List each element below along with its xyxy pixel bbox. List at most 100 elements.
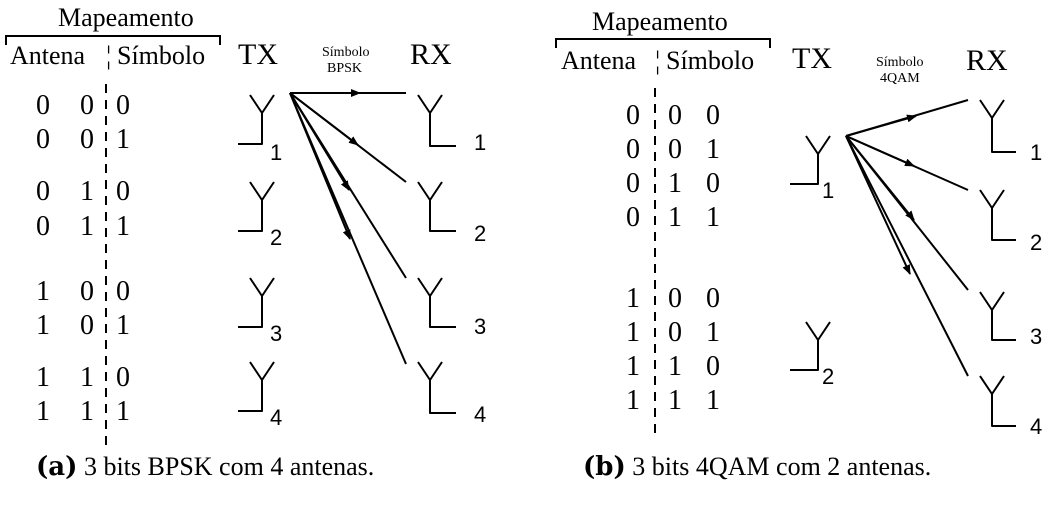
caption-b: (b) 3 bits 4QAM com 2 antenas. xyxy=(583,452,931,482)
link-arrow xyxy=(845,135,915,221)
link-line xyxy=(845,135,969,377)
table-row: 0 1 1 xyxy=(626,202,720,233)
tx-antenna-icon xyxy=(790,135,831,185)
antenna-bit: 1 xyxy=(36,310,50,341)
rx-antenna-number: 1 xyxy=(1030,140,1042,165)
rx-antenna-icon xyxy=(979,291,1016,341)
table-row: 1 1 1 xyxy=(36,396,130,427)
table-row: 1 0 1 xyxy=(626,317,720,348)
antenna-bit: 1 xyxy=(36,362,50,393)
symbol-bit: 0 xyxy=(116,362,130,393)
antenna-column-header: Antena xyxy=(561,46,637,75)
link-arrow xyxy=(289,92,359,146)
table-row: 0 1 0 xyxy=(626,168,720,199)
antenna-bit: 1 xyxy=(626,385,640,416)
mapping-table: 0 0 0 0 0 1 0 1 0 0 1 1 1 0 0 xyxy=(626,100,720,416)
caption-b-text: 3 bits 4QAM com 2 antenas. xyxy=(632,452,932,481)
antenna-bit: 1 xyxy=(80,362,94,393)
symbol-bit: 1 xyxy=(116,124,130,155)
table-row: 1 0 0 xyxy=(626,283,720,314)
symbol-bit: 0 xyxy=(668,283,682,314)
rx-antenna-number: 1 xyxy=(474,130,486,155)
symbol-column-header: Símbolo xyxy=(117,41,205,70)
antenna-bit: 0 xyxy=(36,176,50,207)
caption-a-text: 3 bits BPSK com 4 antenas. xyxy=(83,452,375,481)
antenna-bit: 1 xyxy=(626,317,640,348)
mapping-bracket xyxy=(555,38,771,48)
antenna-bit: 1 xyxy=(36,396,50,427)
tx-antenna-icon xyxy=(238,361,275,412)
antenna-bit: 1 xyxy=(80,176,94,207)
symbol-bit: 1 xyxy=(668,168,682,199)
mapping-table: 0 0 0 0 0 1 0 1 0 0 1 1 1 0 0 xyxy=(36,90,130,427)
symbol-bit: 0 xyxy=(668,317,682,348)
symbol-bit: 1 xyxy=(668,202,682,233)
symbol-type-label-line2: BPSK xyxy=(327,61,362,76)
link-arrow xyxy=(845,135,911,275)
antenna-bit: 1 xyxy=(80,211,94,242)
symbol-bit: 1 xyxy=(706,202,720,233)
symbol-type-label-line2: 4QAM xyxy=(880,71,920,86)
table-row: 0 0 1 xyxy=(626,134,720,165)
table-row: 1 1 1 xyxy=(626,385,720,416)
antenna-bit: 0 xyxy=(626,134,640,165)
symbol-bit: 0 xyxy=(116,90,130,121)
antenna-bit: 1 xyxy=(626,283,640,314)
symbol-bit: 0 xyxy=(668,134,682,165)
table-row: 1 1 0 xyxy=(626,351,720,382)
antenna-bit: 0 xyxy=(80,310,94,341)
symbol-bit: 1 xyxy=(706,134,720,165)
symbol-type-label-line1: Símbolo xyxy=(876,55,923,70)
tx-antenna-icon xyxy=(238,94,275,145)
tx-antenna-number: 2 xyxy=(822,364,834,389)
antenna-bit: 0 xyxy=(36,211,50,242)
rx-antenna-icon xyxy=(417,277,456,328)
panel-a: Mapeamento Antena ¦ Símbolo 0 0 0 0 0 1 … xyxy=(5,3,486,450)
table-row: 1 0 0 xyxy=(36,276,130,307)
symbol-column-header: Símbolo xyxy=(666,46,754,75)
table-row: 0 1 1 xyxy=(36,211,130,242)
rx-antenna-icon xyxy=(979,99,1016,153)
symbol-bit: 0 xyxy=(706,283,720,314)
symbol-bit: 1 xyxy=(706,385,720,416)
caption-b-tag: (b) xyxy=(583,452,626,482)
link-arrow xyxy=(845,135,915,167)
symbol-bit: 1 xyxy=(116,310,130,341)
antenna-bit: 0 xyxy=(80,90,94,121)
rx-antenna-number: 2 xyxy=(474,221,486,246)
caption-a-tag: (a) xyxy=(36,452,78,482)
rx-antenna-number: 3 xyxy=(1030,324,1042,349)
tx-antenna-number: 3 xyxy=(270,321,282,346)
symbol-bit: 1 xyxy=(706,317,720,348)
tx-antenna-icon xyxy=(790,321,831,371)
symbol-bit: 0 xyxy=(668,100,682,131)
rx-antenna-number: 4 xyxy=(474,402,486,427)
column-divider-tick: ¦ xyxy=(655,46,660,75)
caption-a: (a) 3 bits BPSK com 4 antenas. xyxy=(36,452,374,482)
mapping-heading: Mapeamento xyxy=(58,3,194,32)
table-row: 0 0 1 xyxy=(36,124,130,155)
tx-label: TX xyxy=(792,42,832,75)
symbol-bit: 1 xyxy=(668,351,682,382)
rx-antenna-number: 3 xyxy=(474,314,486,339)
antenna-bit: 0 xyxy=(80,276,94,307)
antenna-bit: 0 xyxy=(626,100,640,131)
symbol-bit: 1 xyxy=(116,211,130,242)
symbol-bit: 1 xyxy=(668,385,682,416)
antenna-bit: 0 xyxy=(626,168,640,199)
rx-antenna-icon xyxy=(979,189,1016,241)
table-row: 1 1 0 xyxy=(36,362,130,393)
antenna-bit: 1 xyxy=(80,396,94,427)
rx-label: RX xyxy=(410,38,452,71)
table-row: 1 0 1 xyxy=(36,310,130,341)
symbol-bit: 0 xyxy=(116,276,130,307)
symbol-bit: 1 xyxy=(116,396,130,427)
link-arrow xyxy=(845,114,917,137)
symbol-bit: 0 xyxy=(706,168,720,199)
panel-b: Mapeamento Antena ¦ Símbolo 0 0 0 0 0 1 … xyxy=(555,7,1042,440)
mapping-bracket xyxy=(5,35,221,45)
rx-label: RX xyxy=(966,44,1008,77)
rx-antenna-number: 2 xyxy=(1030,230,1042,255)
tx-antenna-number: 1 xyxy=(822,178,834,203)
column-divider-tick: ¦ xyxy=(106,41,111,70)
